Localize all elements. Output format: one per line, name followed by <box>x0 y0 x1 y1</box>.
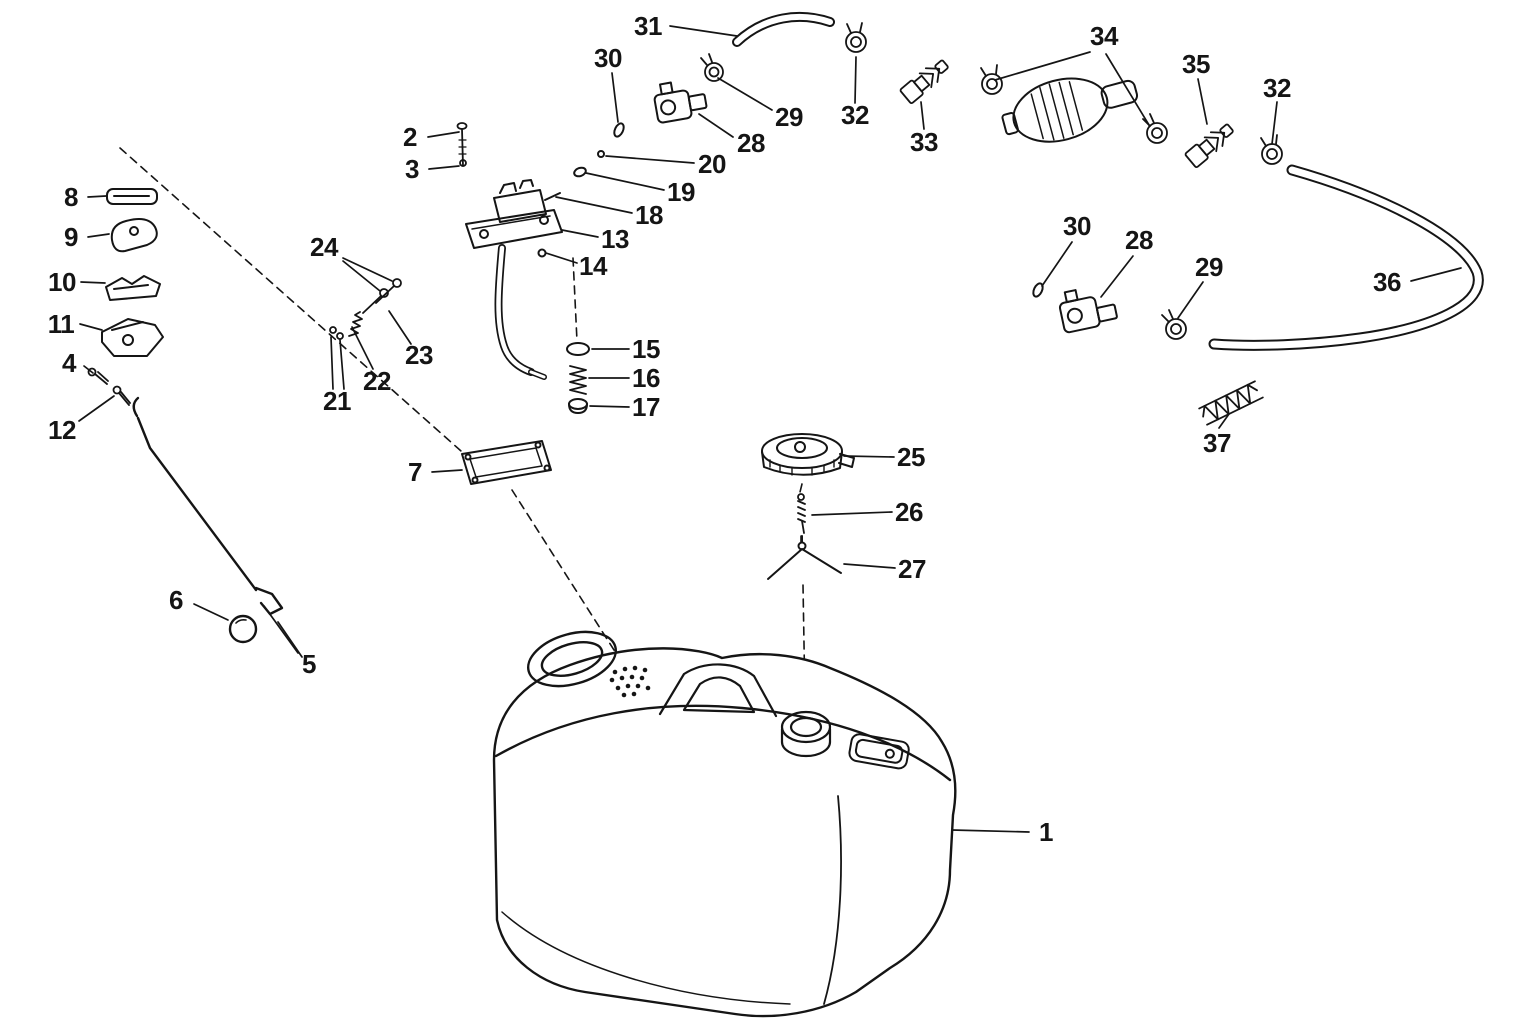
tank-dot-pattern <box>609 665 651 698</box>
part-number-27: 27 <box>898 554 926 584</box>
part-number-11: 11 <box>47 309 75 339</box>
hose-clamp-drawing-34-right <box>1142 113 1168 144</box>
fuel-hose-drawing-36 <box>1208 164 1484 351</box>
part-number-2: 2 <box>403 122 417 152</box>
clamp-drawing-10 <box>105 275 161 301</box>
part-number-8: 8 <box>64 182 78 212</box>
pickup-screw-drawing <box>456 122 468 167</box>
hose-clamp-drawing-32a <box>845 22 867 53</box>
part-number-33: 33 <box>910 127 938 157</box>
fuel-hose-drawing-31 <box>732 12 835 47</box>
part-number-12: 12 <box>48 415 76 445</box>
cap-retainer-spring-drawing <box>797 493 806 534</box>
part-number-32b: 32 <box>1263 73 1291 103</box>
part-number-19: 19 <box>667 177 695 207</box>
screw-drawing-4 <box>87 367 109 385</box>
part-number-30b: 30 <box>1063 211 1091 241</box>
part-number-4: 4 <box>62 348 76 378</box>
tank-bottom-seam <box>501 911 791 1005</box>
bracket-drawing-11 <box>101 318 164 357</box>
clip-drawing-9 <box>110 218 158 253</box>
tank-front-contour <box>823 795 842 1005</box>
part-number-26: 26 <box>895 497 923 527</box>
bracket-drawing-8 <box>106 188 158 205</box>
filler-cap-drawing <box>761 433 855 476</box>
oring-drawing-30b <box>1032 282 1044 298</box>
barb-fitting-drawing-35 <box>1184 123 1234 168</box>
spring-drawing-37 <box>1198 380 1264 426</box>
part-number-1: 1 <box>1039 817 1053 847</box>
part-number-6: 6 <box>169 585 183 615</box>
part-number-13: 13 <box>601 224 629 254</box>
part-number-16: 16 <box>632 363 660 393</box>
part-number-10: 10 <box>48 267 76 297</box>
seal-drawing-19 <box>573 166 587 178</box>
hose-clamp-drawing-29a <box>700 53 724 82</box>
part-number-3: 3 <box>405 154 419 184</box>
tank-pickup-plate <box>848 733 910 770</box>
oring-drawing-30a <box>613 122 625 138</box>
valve-cap-drawing-15 <box>566 342 590 356</box>
spring-drawing-16 <box>569 365 587 395</box>
part-number-36: 36 <box>1373 267 1401 297</box>
primer-bulb-drawing-34 <box>1001 77 1139 143</box>
tank-top-edge <box>494 704 952 782</box>
part-number-5: 5 <box>302 649 316 679</box>
part-number-17: 17 <box>632 392 660 422</box>
hose-clamp-drawing-34-left <box>980 64 1003 95</box>
part-number-34: 34 <box>1090 21 1118 51</box>
alignment-dashed-lines <box>119 147 806 703</box>
screw-14 <box>537 248 547 258</box>
leader-lines <box>78 25 1462 833</box>
tank-left-handle <box>526 630 618 688</box>
tank-carry-handle <box>658 663 778 718</box>
mounting-screws-cluster <box>329 278 402 340</box>
part-number-31: 31 <box>634 11 662 41</box>
ball-drawing-20 <box>597 150 605 158</box>
fuel-tank-drawing <box>492 630 957 1018</box>
pickup-assembly-drawing <box>465 179 563 380</box>
screw-drawing-12 <box>112 385 131 406</box>
barb-fitting-drawing-33 <box>899 59 949 104</box>
part-number-29b: 29 <box>1195 252 1223 282</box>
part-number-30a: 30 <box>594 43 622 73</box>
part-number-18: 18 <box>635 200 663 230</box>
part-number-25: 25 <box>897 442 925 472</box>
cup-drawing-17 <box>568 398 588 414</box>
part-number-20: 20 <box>698 149 726 179</box>
part-number-7: 7 <box>408 457 422 487</box>
cap-retainer-wire-drawing <box>767 535 842 580</box>
tank-filler-neck <box>780 710 832 758</box>
part-number-37: 37 <box>1203 428 1231 458</box>
part-number-23: 23 <box>405 340 433 370</box>
pin-18 <box>544 192 561 201</box>
part-number-14: 14 <box>579 251 607 281</box>
part-number-29a: 29 <box>775 102 803 132</box>
part-number-22: 22 <box>363 366 391 396</box>
hose-clamp-drawing-29b <box>1161 309 1187 340</box>
gasket-drawing-7 <box>461 440 552 485</box>
fuel-connector-drawing-28a <box>653 81 708 124</box>
part-number-28b: 28 <box>1125 225 1153 255</box>
part-number-32a: 32 <box>841 100 869 130</box>
fuel-connector-drawing-28b <box>1058 289 1118 334</box>
part-number-15: 15 <box>632 334 660 364</box>
hose-clamp-drawing-32b <box>1260 134 1283 165</box>
part-number-9: 9 <box>64 222 78 252</box>
part-number-35: 35 <box>1182 49 1210 79</box>
part-number-24: 24 <box>310 232 338 262</box>
part-number-21: 21 <box>323 386 351 416</box>
pull-rod-drawing <box>132 396 284 644</box>
part-number-28a: 28 <box>737 128 765 158</box>
